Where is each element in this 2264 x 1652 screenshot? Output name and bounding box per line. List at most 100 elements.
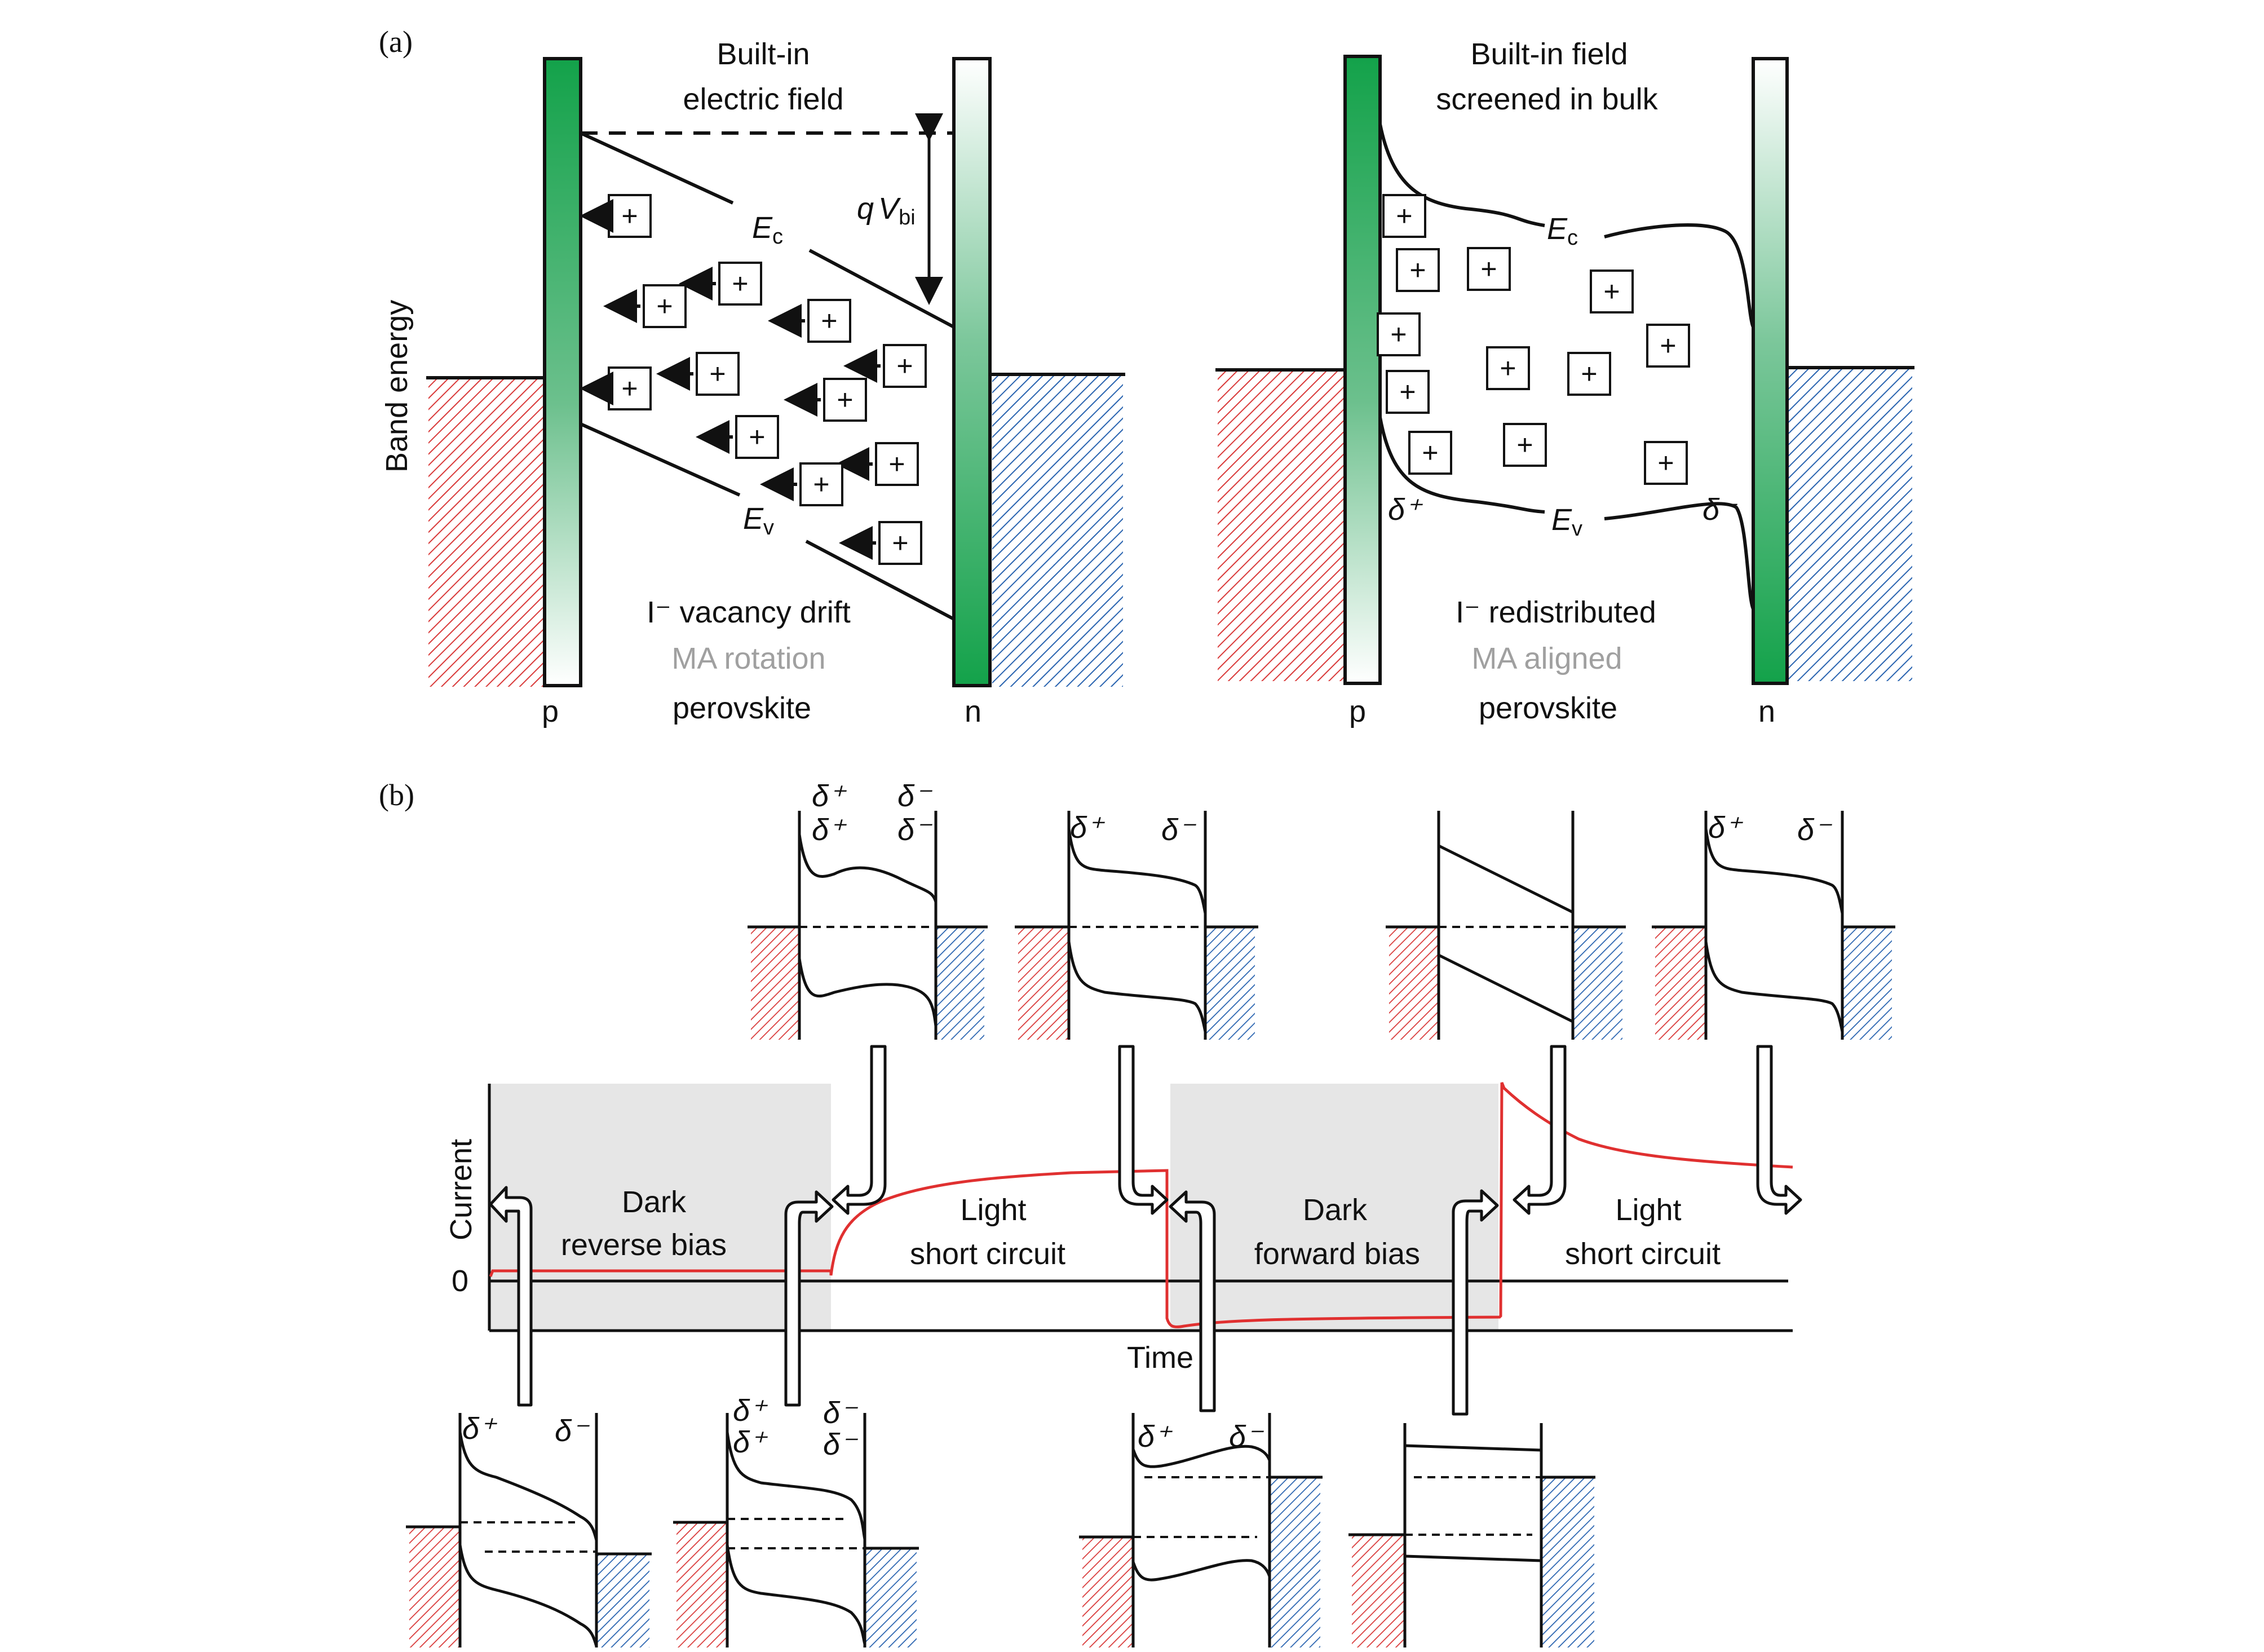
right-caption3: perovskite <box>1479 691 1617 725</box>
delta-plus-right: δ⁺ <box>1388 493 1423 527</box>
arrow-inset4 <box>1118 1045 1169 1215</box>
ion-right-4-symbol: + <box>1603 276 1620 307</box>
right-n-label: n <box>1758 695 1775 728</box>
ion-left-8-symbol: + <box>837 384 853 416</box>
left-n-label: n <box>965 695 981 728</box>
right-p-label: p <box>1349 695 1366 728</box>
ion-left-1: + <box>580 194 652 238</box>
ion-left-6: + <box>580 366 652 410</box>
ion-right-11-symbol: + <box>1516 429 1533 461</box>
n-hatch-region <box>992 374 1123 687</box>
p-hatch-region-right <box>1218 370 1345 681</box>
ion-left-6-symbol: + <box>621 373 638 404</box>
inset2-delta-minus: δ⁻ <box>1161 813 1196 847</box>
p-hatch-region <box>428 378 545 687</box>
ev-segment-2 <box>805 540 955 621</box>
ev-label-right: Ev <box>1551 503 1582 541</box>
panel-a-label: (a) <box>379 25 413 59</box>
p-contact-bar <box>543 57 582 687</box>
inset-bottom-3: δ⁺ δ⁻ <box>1079 1413 1323 1647</box>
inset-top-4: δ⁺ δ⁻ <box>1652 811 1895 1040</box>
arrow-inset7 <box>1513 1045 1567 1215</box>
ion-right-3: + <box>1467 247 1511 291</box>
ion-left-7-symbol: + <box>709 358 726 390</box>
phase4-line2: short circuit <box>1565 1237 1721 1271</box>
left-caption3: perovskite <box>673 691 811 725</box>
ion-right-1-symbol: + <box>1396 200 1412 232</box>
ion-left-2: + <box>679 262 762 306</box>
inset6-delta-plus-1: δ⁺ <box>733 1394 768 1428</box>
ion-right-3-symbol: + <box>1480 253 1497 285</box>
panel-b: (b) Current Time 0 Dark reverse bias Lig… <box>379 778 1895 1647</box>
ion-right-10: + <box>1408 431 1452 475</box>
inset6-delta-plus-2: δ⁺ <box>733 1425 768 1459</box>
left-title-line2: electric field <box>683 82 843 116</box>
inset-bottom-2: δ⁺ δ⁺ δ⁻ δ⁻ <box>673 1394 919 1647</box>
ion-left-12: + <box>839 521 922 565</box>
ev-curve-right-1 <box>1378 417 1545 514</box>
left-caption1: I⁻ vacancy drift <box>647 595 851 629</box>
right-caption1: I⁻ redistributed <box>1456 595 1656 629</box>
ion-left-2-symbol: + <box>732 268 748 299</box>
ion-right-10-symbol: + <box>1422 437 1438 469</box>
ion-right-9-symbol: + <box>1399 376 1416 408</box>
ion-left-9: + <box>696 415 779 459</box>
iodide-vacancy-ions-right: ++++++++++++ <box>1377 194 1690 485</box>
ion-left-11-symbol: + <box>813 469 829 500</box>
inset2-delta-plus: δ⁺ <box>1070 811 1105 845</box>
ion-right-12: + <box>1644 441 1688 485</box>
ion-right-11: + <box>1503 423 1547 467</box>
phase2-line1: Light <box>960 1193 1026 1227</box>
inset4-delta-plus: δ⁺ <box>1708 811 1743 845</box>
inset1-delta-minus-1: δ⁻ <box>897 779 932 813</box>
ion-right-5-symbol: + <box>1660 330 1676 361</box>
ion-right-4: + <box>1590 270 1634 313</box>
inset6-delta-minus-2: δ⁻ <box>823 1428 858 1461</box>
inset1-delta-plus-1: δ⁺ <box>812 779 847 813</box>
current-trace <box>489 1082 1793 1328</box>
phase1-line1: Dark <box>622 1185 687 1219</box>
ec-segment-1 <box>580 131 734 205</box>
ion-left-8: + <box>784 378 867 422</box>
left-title-line1: Built-in <box>717 37 810 71</box>
ev-label-left: Ev <box>743 502 774 540</box>
ec-label-right: Ec <box>1547 212 1578 250</box>
right-title-line2: screened in bulk <box>1436 82 1658 116</box>
ion-left-10-symbol: + <box>888 448 905 480</box>
iodide-vacancy-ions-left: ++++++++++++ <box>580 194 927 565</box>
phase1-line2: reverse bias <box>561 1228 727 1262</box>
inset1-delta-plus-2: δ⁺ <box>812 813 847 847</box>
inset1-delta-minus-2: δ⁻ <box>897 813 932 847</box>
left-caption2: MA rotation <box>671 642 825 675</box>
p-contact-bar-right <box>1343 55 1382 685</box>
phase3-line1: Dark <box>1303 1193 1368 1227</box>
inset7-delta-minus: δ⁻ <box>1229 1420 1264 1454</box>
inset-top-2: δ⁺ δ⁻ <box>1015 811 1258 1040</box>
time-axis-label: Time <box>1127 1341 1193 1375</box>
ion-right-6-symbol: + <box>1390 319 1407 350</box>
ion-right-1: + <box>1382 194 1426 238</box>
arrow-inset1 <box>489 1186 533 1407</box>
ion-right-8-symbol: + <box>1581 358 1597 390</box>
n-contact-bar-right <box>1752 57 1789 685</box>
phase4-line1: Light <box>1615 1193 1681 1227</box>
ion-left-9-symbol: + <box>749 421 765 453</box>
inset5-delta-minus: δ⁻ <box>555 1414 590 1448</box>
inset4-delta-minus: δ⁻ <box>1797 813 1832 847</box>
current-axis-label: Current <box>444 1139 478 1240</box>
inset5-delta-plus: δ⁺ <box>462 1412 497 1446</box>
ion-right-5: + <box>1646 324 1690 368</box>
zero-label: 0 <box>452 1264 468 1298</box>
arrow-inset3 <box>832 1045 887 1215</box>
right-caption2: MA aligned <box>1471 642 1622 675</box>
panel-b-label: (b) <box>379 778 414 812</box>
right-band-diagram: Ec Ev δ⁺ δ⁻ Built-in field screened in b… <box>1215 37 1914 728</box>
ion-right-7: + <box>1486 346 1530 390</box>
ion-left-3-symbol: + <box>656 290 673 322</box>
inset-top-3 <box>1386 811 1626 1040</box>
ion-left-12-symbol: + <box>892 527 908 559</box>
ion-right-7-symbol: + <box>1500 352 1516 384</box>
